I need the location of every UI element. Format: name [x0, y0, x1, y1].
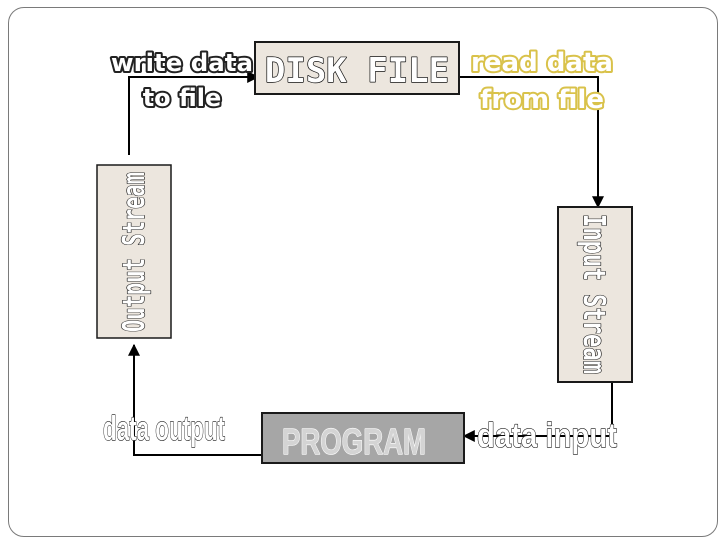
output-stream-node: Output Stream [96, 164, 172, 339]
disk-file-box [254, 41, 460, 95]
read-label-line2: from file [480, 85, 604, 115]
read-label-line1: read data [471, 48, 613, 78]
connectors [128, 71, 613, 456]
input-stream-box [557, 206, 633, 383]
data-output-label: data output [103, 410, 225, 448]
output-stream-label: Output Stream [117, 172, 152, 332]
input-stream-label: Input Stream [576, 214, 611, 374]
input-stream-node: Input Stream [557, 206, 633, 383]
output-stream-box [96, 164, 172, 339]
read-label: read data from file [469, 46, 615, 117]
write-label-line1: write data [111, 49, 253, 77]
program-label: PROGRAM [282, 421, 426, 462]
input-arrow [462, 382, 613, 442]
write-label: write data to file [109, 47, 255, 114]
read-arrow [459, 76, 604, 209]
program-box [261, 412, 465, 464]
program-node: PROGRAM [261, 412, 465, 464]
data-input-label: data input [477, 417, 617, 455]
output-arrow [128, 343, 262, 456]
disk-file-node: DISK FILE [254, 41, 460, 95]
disk-file-label: DISK FILE [265, 51, 449, 91]
write-arrow [128, 71, 260, 155]
write-label-line2: to file [143, 84, 222, 112]
